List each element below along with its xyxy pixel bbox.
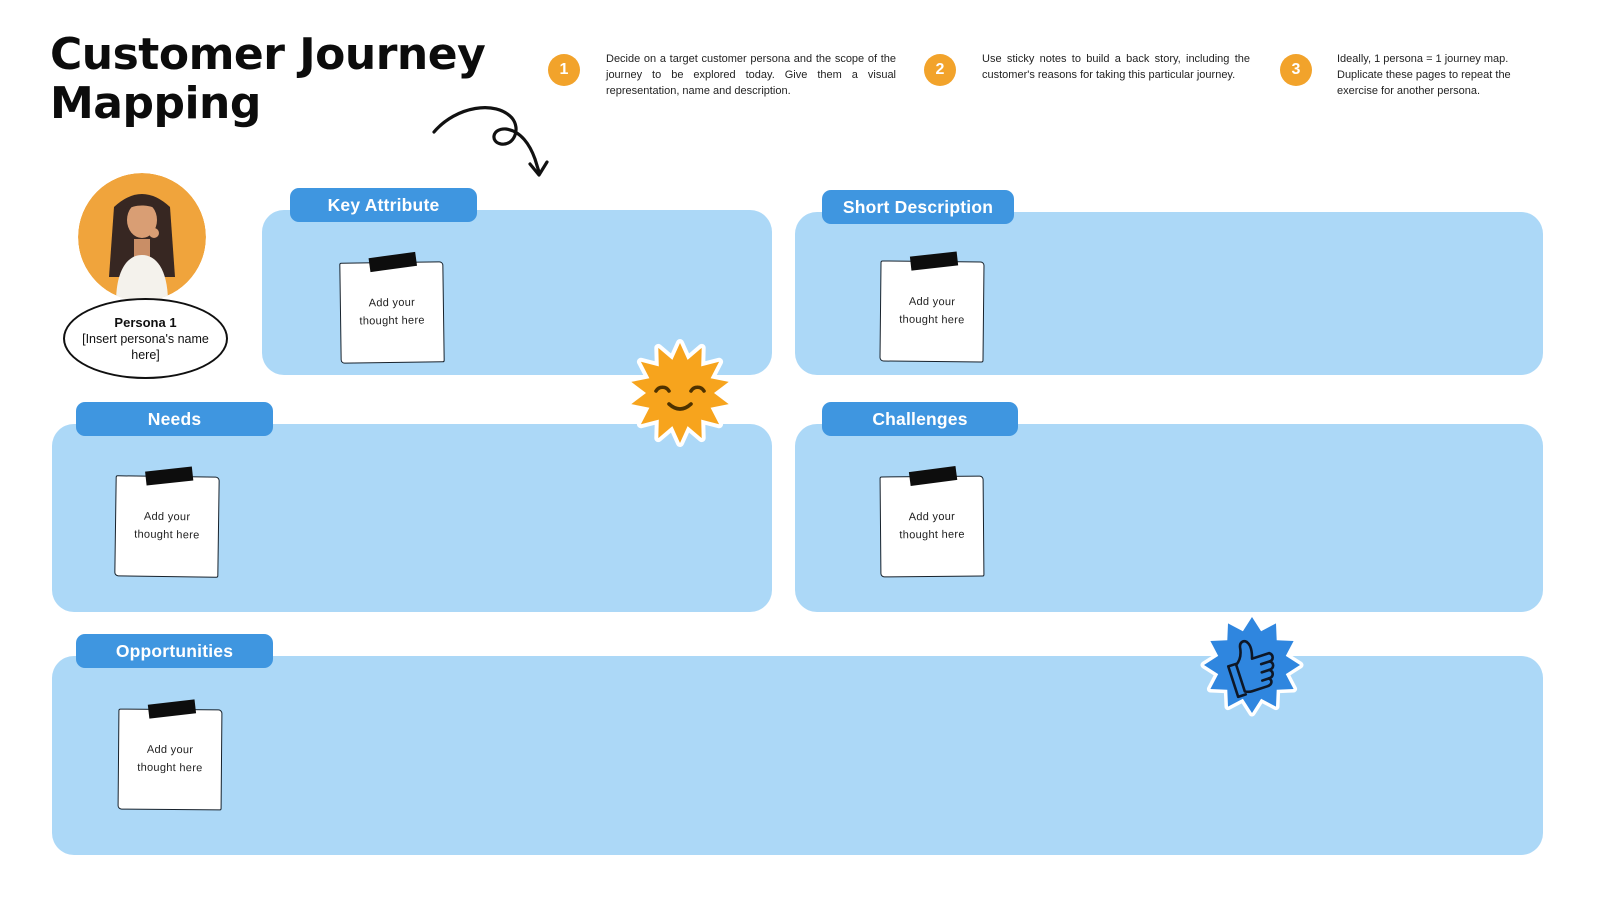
section-label-short-description[interactable]: Short Description xyxy=(822,190,1014,224)
tape-icon xyxy=(909,251,959,271)
persona-photo[interactable] xyxy=(78,173,206,301)
persona-name-bubble[interactable]: Persona 1 [Insert persona's name here] xyxy=(63,298,228,379)
curly-arrow-icon xyxy=(432,106,549,177)
step-2-number: 2 xyxy=(935,61,945,78)
tape-icon xyxy=(368,251,418,273)
page-title[interactable]: Customer Journey Mapping xyxy=(50,29,486,130)
sticky-note-text: Add your thought here xyxy=(137,743,203,774)
step-1-badge: 1 xyxy=(548,54,580,86)
section-label-key-attribute[interactable]: Key Attribute xyxy=(290,188,477,222)
sun-face-icon xyxy=(654,385,706,411)
thumbs-up-sticker[interactable] xyxy=(1199,612,1305,718)
persona-name-placeholder: [Insert persona's name here] xyxy=(82,331,209,362)
section-label-text: Short Description xyxy=(842,196,994,217)
section-label-text: Key Attribute xyxy=(327,194,440,215)
tape-icon xyxy=(147,699,197,719)
step-3-number: 3 xyxy=(1291,61,1301,78)
section-label-needs[interactable]: Needs xyxy=(76,402,273,436)
step-1-text[interactable]: Decide on a target customer persona and … xyxy=(606,53,896,97)
sticky-note-text: Add your thought here xyxy=(359,296,425,327)
persona-name: Persona 1 xyxy=(114,314,177,330)
step-2-text[interactable]: Use sticky notes to build a back story, … xyxy=(982,53,1250,81)
step-3-text[interactable]: Ideally, 1 persona = 1 journey map. Dupl… xyxy=(1337,53,1511,97)
smiling-sun-sticker[interactable] xyxy=(625,338,735,448)
sticky-note-needs[interactable]: Add your thought here xyxy=(114,466,220,578)
tape-icon xyxy=(145,466,194,486)
section-panel-challenges[interactable]: Challenges Add your thought here xyxy=(795,402,1543,612)
thumbs-up-icon xyxy=(1226,639,1275,699)
tape-icon xyxy=(908,465,958,486)
sticky-note-key-attribute[interactable]: Add your thought here xyxy=(339,251,445,364)
sticky-note-text: Add your thought here xyxy=(899,295,965,326)
section-panel-key-attribute[interactable]: Key Attribute Add your thought here xyxy=(262,188,772,375)
step-1-number: 1 xyxy=(559,61,569,78)
section-label-text: Opportunities xyxy=(115,640,234,661)
section-label-opportunities[interactable]: Opportunities xyxy=(76,634,273,668)
step-2-badge: 2 xyxy=(924,54,956,86)
step-3-badge: 3 xyxy=(1280,54,1312,86)
section-panel-opportunities[interactable]: Opportunities Add your thought here xyxy=(52,634,1543,855)
sticky-note-opportunities[interactable]: Add your thought here xyxy=(117,699,223,811)
section-panel-short-description[interactable]: Short Description Add your thought here xyxy=(795,190,1543,375)
sticky-note-text: Add your thought here xyxy=(134,510,200,541)
persona-photo-image xyxy=(78,173,206,301)
section-label-challenges[interactable]: Challenges xyxy=(822,402,1018,436)
sticky-note-short-description[interactable]: Add your thought here xyxy=(879,251,985,363)
section-panel-needs[interactable]: Needs Add your thought here xyxy=(52,402,772,612)
sticky-note-challenges[interactable]: Add your thought here xyxy=(879,465,985,578)
sticky-note-text: Add your thought here xyxy=(899,510,965,541)
section-label-text: Needs xyxy=(147,408,202,429)
section-label-text: Challenges xyxy=(872,408,968,429)
